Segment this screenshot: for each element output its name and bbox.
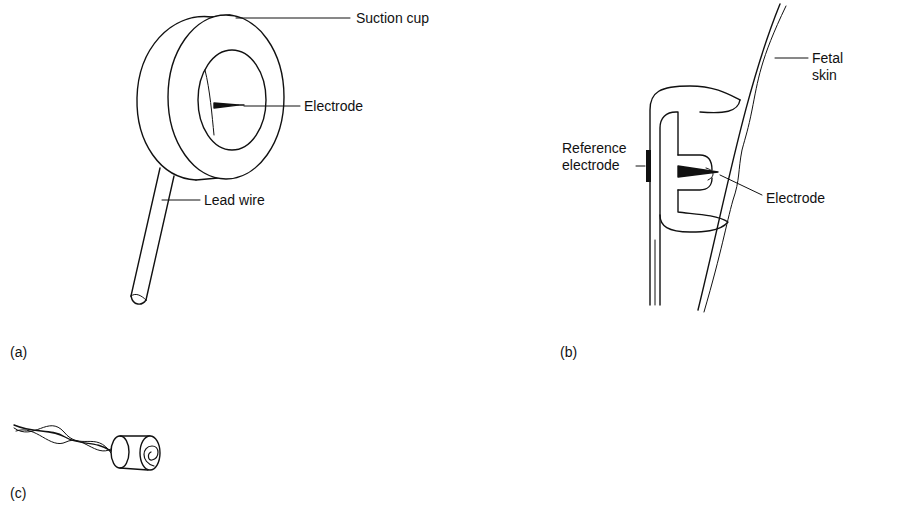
- part-label: Suction cup: [356, 10, 429, 27]
- panel-label: (b): [560, 344, 577, 361]
- part-label: Electrode: [766, 190, 825, 207]
- leader-line: [636, 166, 645, 167]
- leader-line: [244, 106, 300, 107]
- part-label: Electrode: [304, 98, 363, 115]
- leader-line: [162, 200, 200, 201]
- fetal-skin: [698, 4, 786, 312]
- leader-line: [236, 18, 350, 19]
- suction-cup-a: [131, 15, 284, 304]
- spiral-electrode-c: [14, 425, 160, 470]
- leader-line: [775, 58, 808, 59]
- panel-label: (c): [10, 485, 26, 502]
- part-label: Fetal skin: [812, 50, 856, 84]
- leader-line: [720, 175, 762, 195]
- panel-label: (a): [10, 344, 27, 361]
- reference-electrode: [646, 150, 651, 182]
- part-label: Lead wire: [204, 192, 265, 209]
- part-label: Reference electrode: [562, 140, 634, 174]
- electrode-holder-b: [646, 86, 740, 305]
